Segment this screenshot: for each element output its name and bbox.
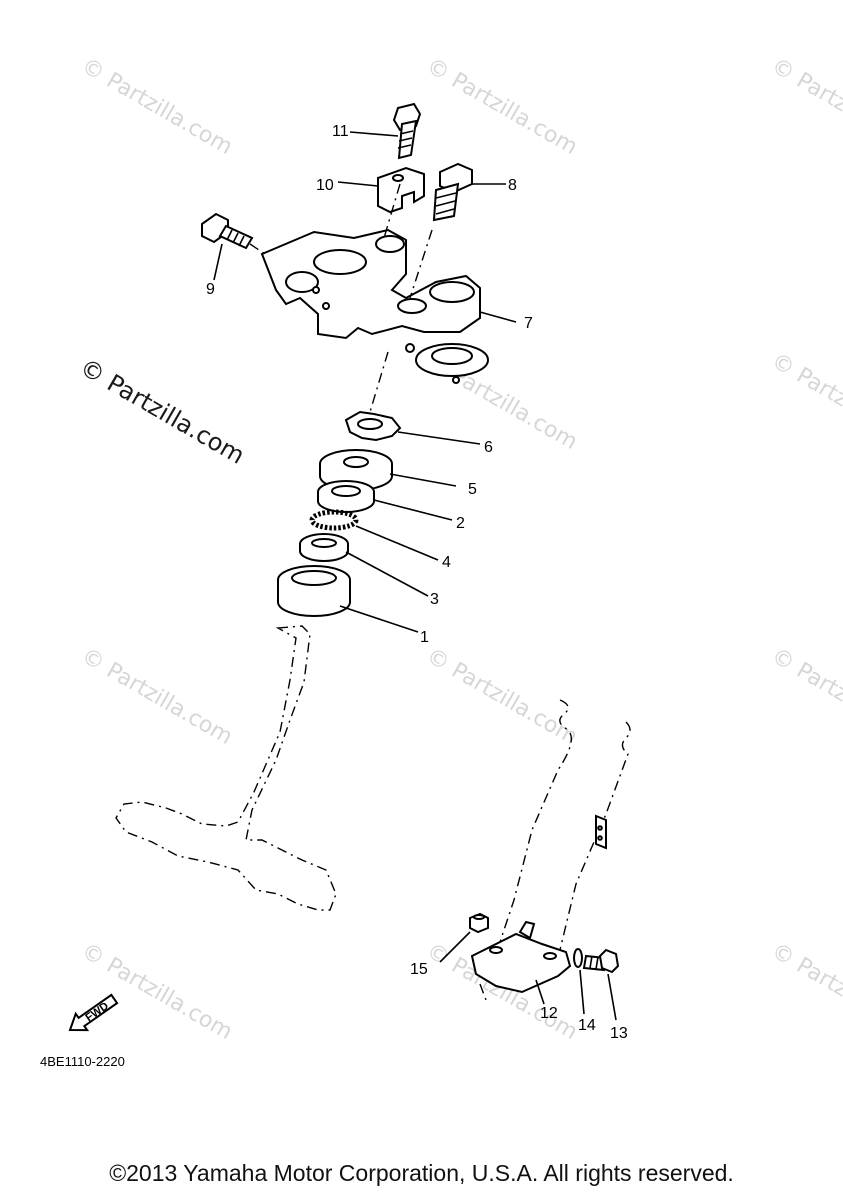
part-10-holder-cap [377, 166, 425, 214]
part-14-washer [573, 948, 583, 968]
watermark: © Partzilla.com [767, 644, 843, 751]
part-label-5: 5 [468, 481, 477, 498]
watermark: © Partzilla.com [767, 939, 843, 1046]
part-6-ring-nut [344, 410, 402, 442]
copyright-notice: ©2013 Yamaha Motor Corporation, U.S.A. A… [109, 1160, 734, 1186]
fork-leg-outline [499, 699, 631, 959]
part-label-12: 12 [540, 1005, 558, 1022]
part-2-bearing-race [317, 480, 375, 513]
part-12-cable-guide [470, 920, 572, 994]
part-8-bolt [432, 162, 473, 222]
part-7-upper-bracket [260, 228, 489, 384]
watermark: © Partzilla.com [77, 54, 237, 161]
part-label-2: 2 [456, 515, 465, 532]
watermark: © Partzilla.com [767, 349, 843, 456]
watermark: © Partzilla.com [422, 644, 582, 751]
part-labels: 11 10 8 9 7 6 5 2 4 3 1 15 12 14 13 [206, 123, 628, 1042]
part-11-bolt [392, 102, 422, 160]
watermark: © Partzilla.com [767, 54, 843, 161]
watermark: © Partzilla.com [77, 939, 237, 1046]
watermark: © Partzilla.com [422, 54, 582, 161]
part-15-nut [469, 912, 489, 934]
watermark: © Partzilla.com [77, 644, 237, 751]
part-9-bolt [201, 212, 254, 250]
part-4-ball-bearings [309, 509, 359, 531]
fwd-arrow-icon: FWD [68, 993, 119, 1032]
diagram-code: 4BE1110-2220 [40, 1054, 125, 1069]
watermark-group: © Partzilla.com © Partzilla.com © Partzi… [75, 54, 843, 1046]
steering-stem-outline [115, 625, 337, 911]
part-label-7: 7 [524, 315, 533, 332]
part-label-9: 9 [206, 281, 215, 298]
part-label-15: 15 [410, 961, 428, 978]
part-3-bearing-race [299, 533, 349, 562]
part-label-1: 1 [420, 629, 429, 646]
part-label-10: 10 [316, 177, 334, 194]
watermark-prominent: © Partzilla.com [75, 353, 249, 470]
part-label-13: 13 [610, 1025, 628, 1042]
part-13-bolt [582, 948, 620, 974]
part-label-14: 14 [578, 1017, 596, 1034]
part-label-3: 3 [430, 591, 439, 608]
part-1-bearing [277, 565, 351, 617]
part-label-6: 6 [484, 439, 493, 456]
part-label-11: 11 [332, 123, 349, 140]
part-label-4: 4 [442, 554, 451, 571]
part-label-8: 8 [508, 177, 517, 194]
